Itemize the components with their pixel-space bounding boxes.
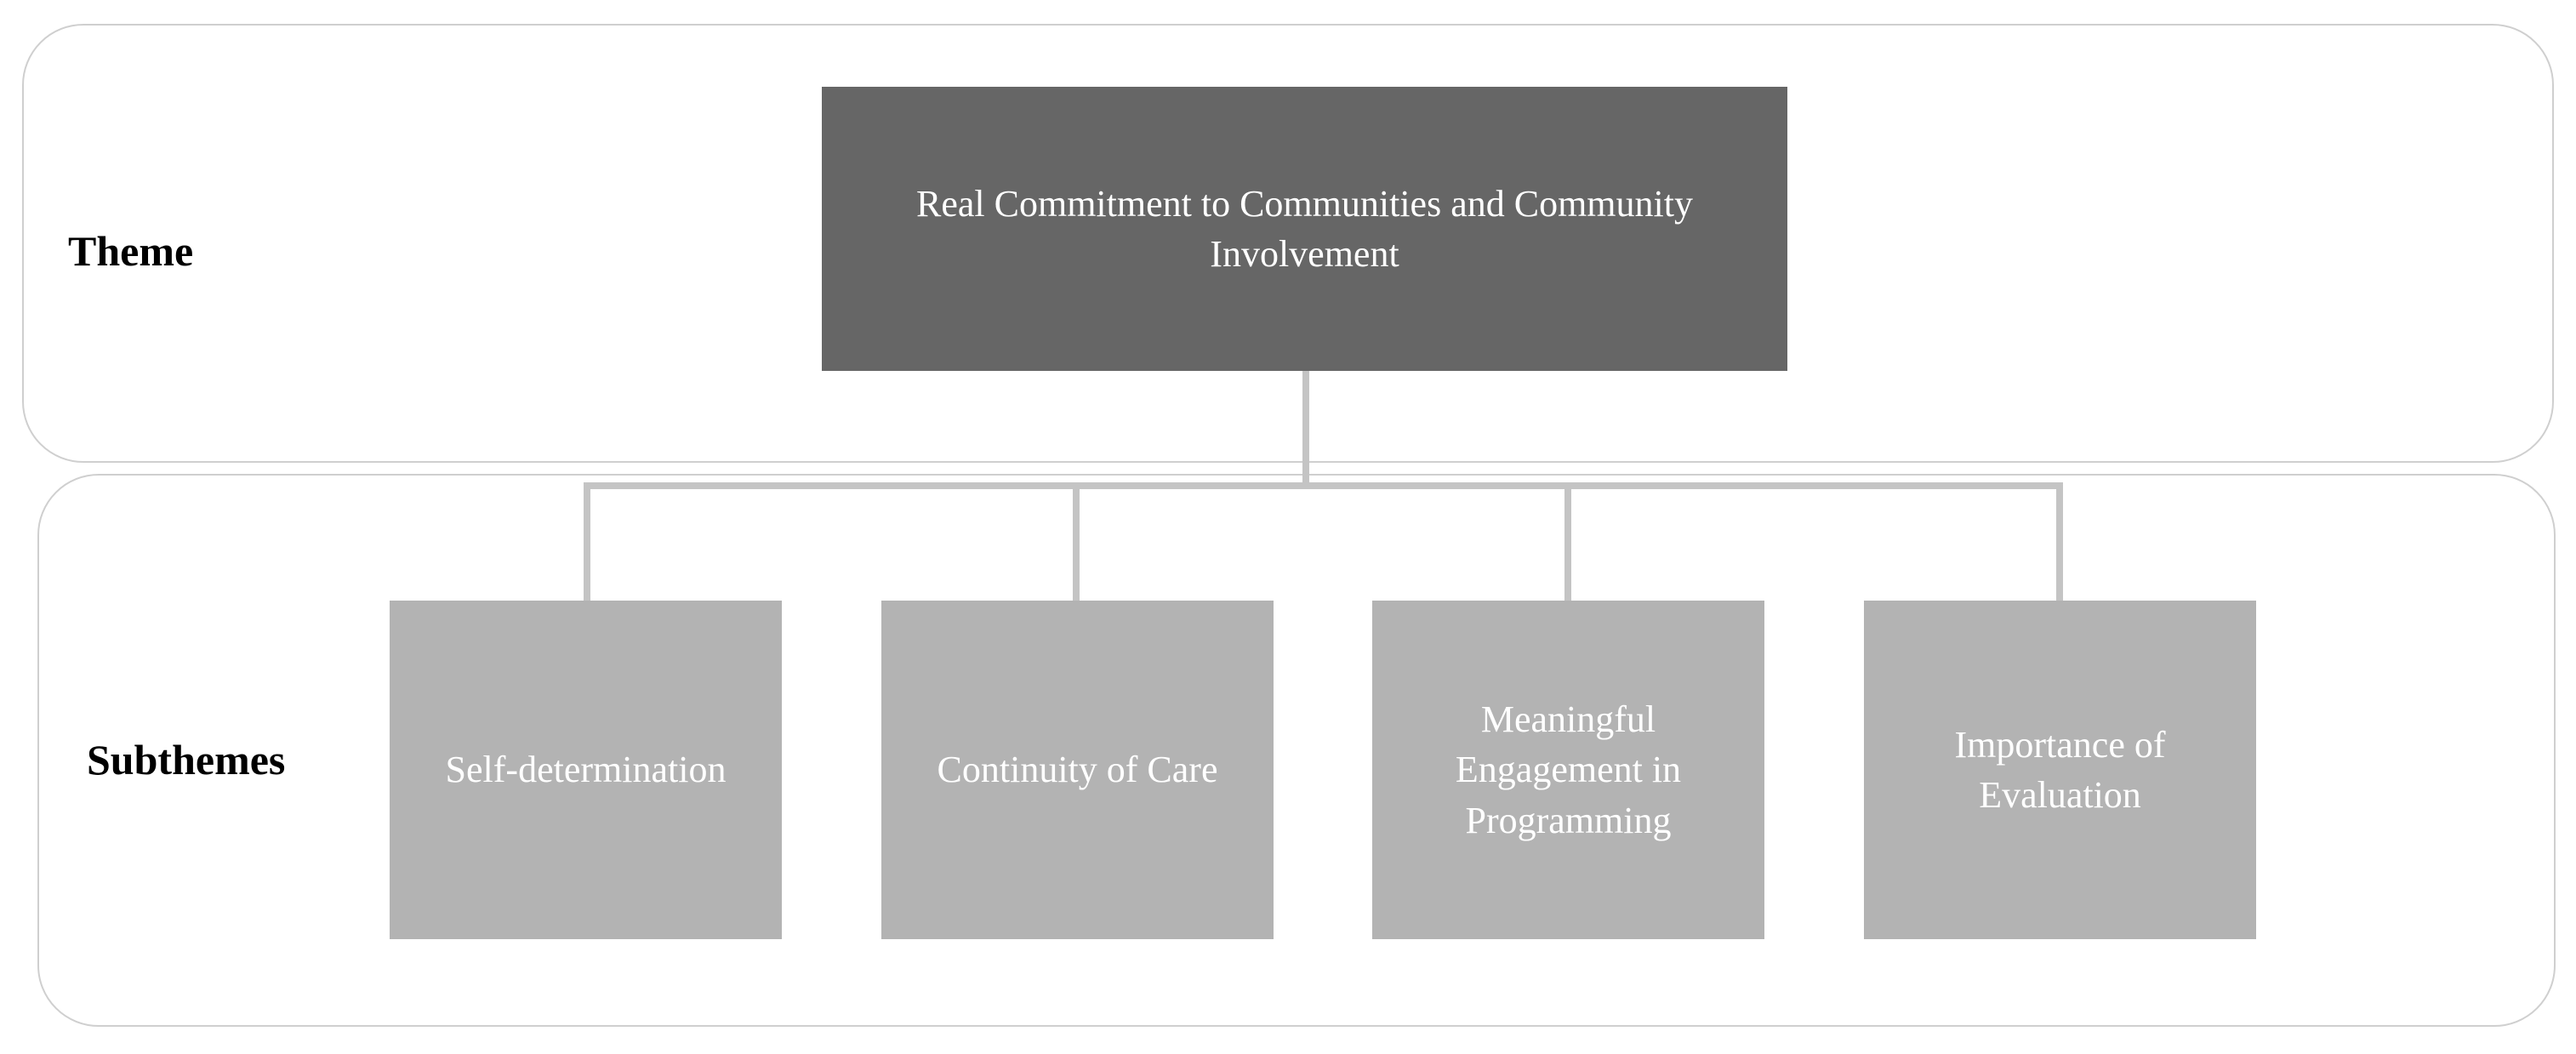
subtheme-box-meaningful-engagement: Meaningful Engagement in Programming [1372, 601, 1764, 939]
subtheme-box-self-determination: Self-determination [390, 601, 782, 939]
subtheme-text: Importance of Evaluation [1954, 723, 2166, 816]
subtheme-text: Self-determination [445, 749, 727, 791]
subtheme-text: Meaningful Engagement in Programming [1455, 698, 1682, 841]
theme-row-label: Theme [68, 227, 194, 275]
subthemes-row-label: Subthemes [87, 736, 286, 783]
subtheme-box-importance-of-evaluation: Importance of Evaluation [1864, 601, 2256, 939]
subtheme-text: Continuity of Care [937, 749, 1218, 791]
subtheme-box-continuity-of-care: Continuity of Care [881, 601, 1274, 939]
theme-box-text: Real Commitment to Communities and Commu… [916, 182, 1693, 275]
theme-box: Real Commitment to Communities and Commu… [822, 87, 1787, 371]
